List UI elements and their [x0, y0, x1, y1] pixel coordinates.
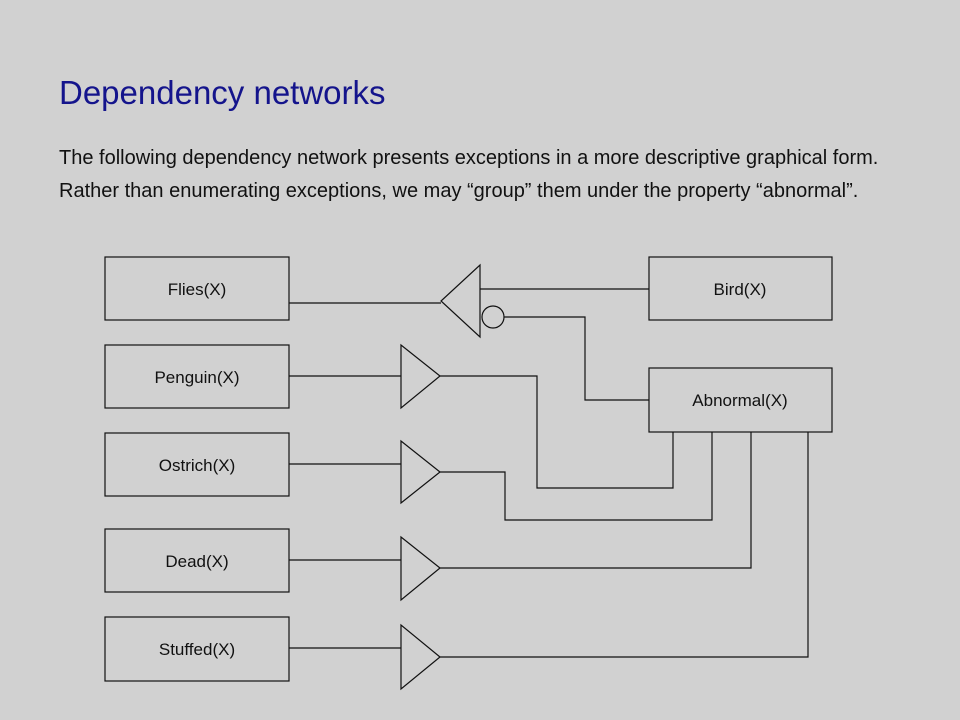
- inhibitor-circle: [481, 305, 505, 329]
- dead-gate-triangle: [400, 535, 441, 602]
- node-abnormal-label: Abnormal(X): [692, 391, 787, 410]
- slide-body-text: The following dependency network present…: [59, 147, 879, 202]
- node-penguin-box: [104, 344, 290, 409]
- node-bird-label: Bird(X): [714, 280, 767, 299]
- wire-dead-gate-to-abnormal: [440, 432, 752, 569]
- wire-stuffed-gate-to-abnormal: [440, 432, 809, 658]
- stuffed-gate-triangle: [400, 623, 441, 691]
- node-abnormal-box: [648, 367, 833, 433]
- node-stuffed-label: Stuffed(X): [159, 640, 235, 659]
- node-dead-label: Dead(X): [165, 552, 228, 571]
- flies-gate-triangle: [440, 263, 481, 339]
- node-stuffed-box: [104, 616, 290, 682]
- node-flies-box: [104, 256, 290, 321]
- slide-title: Dependency networks: [59, 74, 386, 111]
- node-ostrich-label: Ostrich(X): [159, 456, 236, 475]
- node-bird-box: [648, 256, 833, 321]
- wire-abnormal-to-inhibitor: [504, 316, 649, 401]
- wire-penguin-gate-to-abnormal: [440, 375, 674, 489]
- penguin-gate-triangle: [400, 343, 441, 410]
- ostrich-gate-triangle: [400, 439, 441, 505]
- wire-ostrich-gate-to-abnormal: [440, 432, 713, 521]
- node-dead-box: [104, 528, 290, 593]
- node-ostrich-box: [104, 432, 290, 497]
- node-penguin-label: Penguin(X): [154, 368, 239, 387]
- node-flies-label: Flies(X): [168, 280, 227, 299]
